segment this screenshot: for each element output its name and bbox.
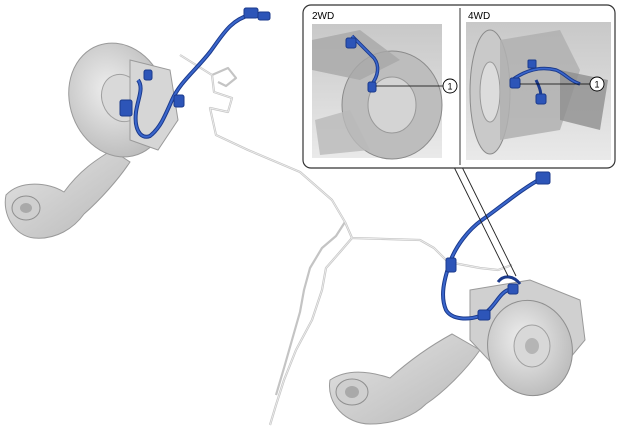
right-trailing-arm bbox=[329, 333, 481, 425]
left-backing-plate bbox=[68, 42, 179, 158]
harness-connector bbox=[243, 7, 259, 19]
callout-number: 1 bbox=[594, 80, 599, 90]
inset-leader-lines bbox=[453, 166, 517, 277]
harness-clip bbox=[173, 94, 185, 108]
harness-connector bbox=[535, 171, 551, 185]
label-2wd: 2WD bbox=[312, 11, 334, 22]
callout-number: 1 bbox=[447, 82, 452, 92]
detail-inset: 2WD 4WD 1 1 bbox=[302, 4, 616, 169]
left-trailing-arm bbox=[4, 149, 131, 239]
callout-4wd: 1 bbox=[520, 76, 605, 92]
harness-clip bbox=[477, 309, 491, 321]
right-brake-disc bbox=[469, 279, 586, 397]
inset-2wd-photo bbox=[312, 24, 443, 160]
inset-4wd-photo bbox=[466, 22, 611, 160]
label-4wd: 4WD bbox=[468, 11, 490, 22]
sensor-body bbox=[507, 283, 519, 295]
left-wheel-speed-sensor-harness bbox=[119, 7, 271, 139]
callout-2wd: 1 bbox=[376, 78, 458, 94]
sensor-body bbox=[119, 99, 133, 117]
right-wheel-speed-sensor-harness bbox=[441, 171, 551, 321]
